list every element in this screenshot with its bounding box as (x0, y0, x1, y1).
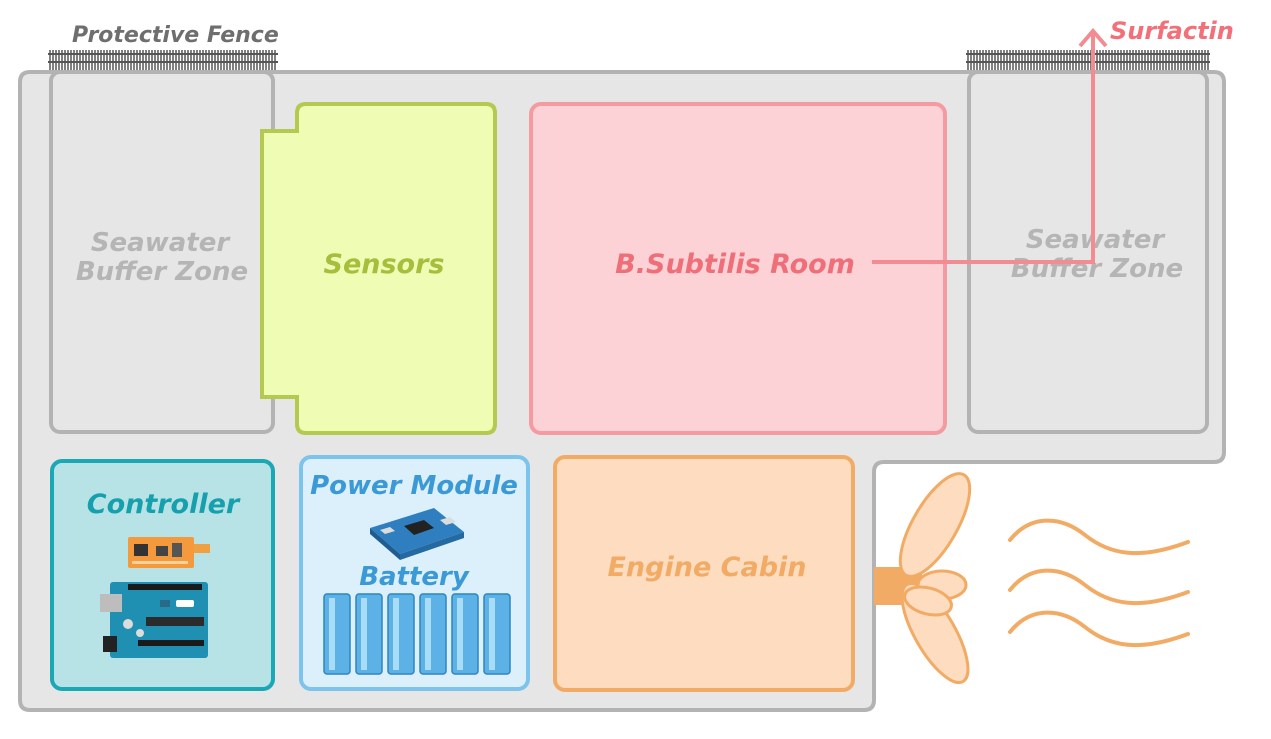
battery-label: Battery (359, 562, 470, 592)
battery-cell-icon (387, 593, 415, 675)
power-module-label: Power Module (310, 471, 518, 501)
battery-cell-highlight (457, 598, 463, 670)
left-buffer-label-line1: Seawater (91, 228, 232, 258)
sensors-compartment (260, 102, 497, 435)
sensor-board-icon (128, 537, 210, 568)
arduino-board-icon (100, 582, 208, 658)
surfactin-label: Surfactin (1110, 17, 1234, 45)
battery-cell-highlight (489, 598, 495, 670)
arrow-up-icon (1078, 27, 1108, 48)
right-buffer-label-line1: Seawater (1026, 225, 1167, 255)
battery-cell-icon (483, 593, 511, 675)
bsubtilis-room-label: B.Subtilis Room (615, 249, 855, 280)
battery-cell-icon (419, 593, 447, 675)
battery-cell-icon (355, 593, 383, 675)
engine-cabin (553, 455, 855, 692)
engine-cabin-label: Engine Cabin (607, 552, 806, 583)
battery-cell-highlight (393, 598, 399, 670)
propeller-icon (874, 472, 972, 685)
sensors-label: Sensors (324, 249, 445, 280)
surfactin-flow-line (872, 34, 1095, 264)
fence-icon (48, 50, 278, 70)
right-buffer-zone (967, 70, 1209, 434)
controller-compartment (50, 459, 275, 691)
right-buffer-label-line2: Buffer Zone (1011, 254, 1183, 284)
bsubtilis-room (529, 102, 947, 435)
left-buffer-label-line2: Buffer Zone (76, 257, 248, 287)
battery-cell-icon (323, 593, 351, 675)
power-module-board-icon (370, 508, 464, 560)
controller-label: Controller (87, 489, 241, 520)
battery-cell-highlight (361, 598, 367, 670)
battery-cell-icon (451, 593, 479, 675)
water-wave-icon (1008, 518, 1190, 648)
fence-icon (966, 50, 1210, 70)
battery-cell-highlight (329, 598, 335, 670)
battery-cell-highlight (425, 598, 431, 670)
protective-fence-label: Protective Fence (72, 23, 279, 48)
